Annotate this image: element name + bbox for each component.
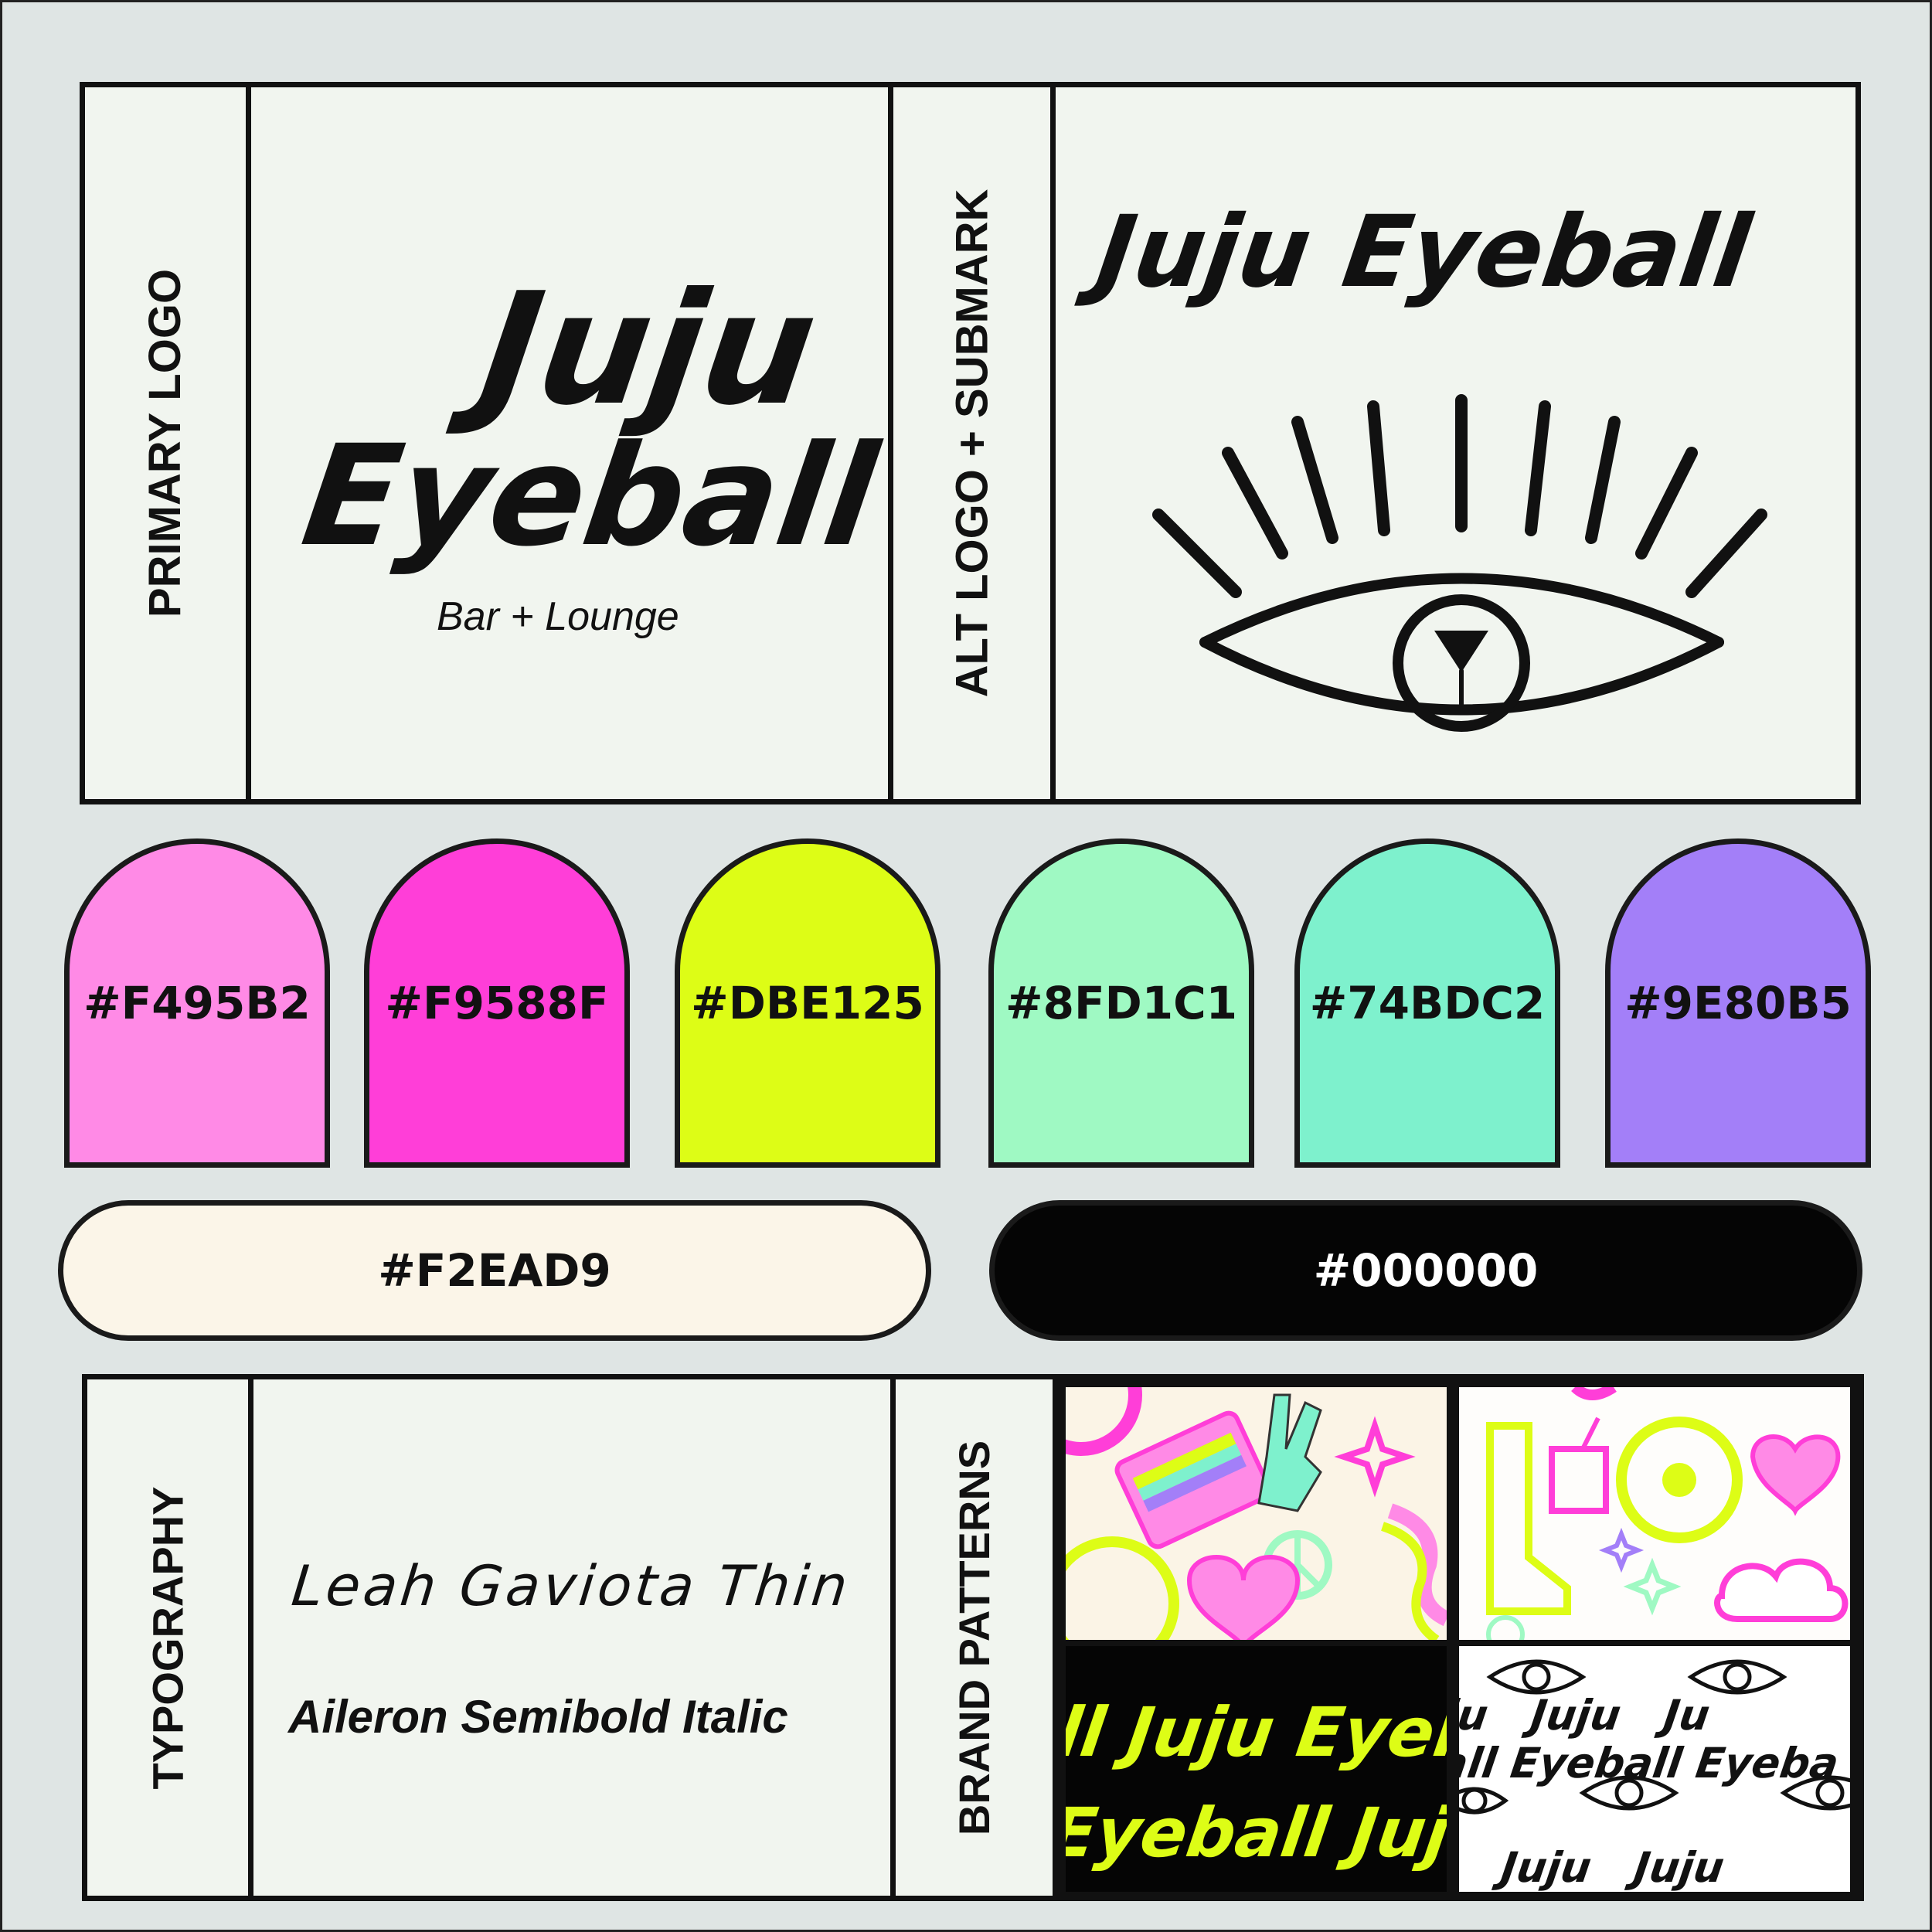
swatch-1-hex: #F495B2: [83, 977, 311, 1029]
primary-logo-line1: Juju: [470, 260, 827, 440]
swatch-4-hex: #8FD1C1: [1005, 977, 1237, 1029]
eye-with-martini-icon: [1152, 394, 1767, 732]
swatch-4: #8FD1C1: [988, 838, 1254, 1168]
patterns-label: BRAND PATTERNS: [950, 1440, 998, 1835]
eye-pattern: [1459, 1659, 1850, 1815]
retro-stickers-pattern: [1066, 1387, 1447, 1640]
neutral-cream-hex: #F2EAD9: [378, 1244, 611, 1297]
pattern-dark-line-1: ll Juju Eyeb: [1066, 1692, 1447, 1772]
neutral-cream-swatch: #F2EAD9: [58, 1200, 931, 1341]
swatch-5: #74BDC2: [1294, 838, 1560, 1168]
swatch-6: #9E80B5: [1605, 838, 1871, 1168]
pattern-tile-dark-wordmark: ll Juju Eyeb Eyeball Juj: [1066, 1646, 1447, 1892]
retro-objects-pattern: [1486, 1387, 1849, 1640]
swatch-6-hex: #9E80B5: [1624, 977, 1852, 1029]
typography-label: TYPOGRAPHY: [143, 1485, 192, 1790]
swatch-2-hex: #F9588F: [385, 977, 609, 1029]
neutral-black-hex: #000000: [1313, 1244, 1539, 1297]
alt-logo-panel: Juju Eyeball: [1050, 82, 1861, 804]
swatch-3-hex: #DBE125: [691, 977, 924, 1029]
swatch-3: #DBE125: [675, 838, 940, 1168]
swatch-2: #F9588F: [364, 838, 630, 1168]
primary-logo-label-panel: [80, 82, 251, 804]
pattern-light-line-1: ju Juju Ju: [1459, 1691, 1713, 1740]
alt-logo-label: ALT LOGO + SUBMARK: [947, 189, 998, 698]
typography-panel: Leah Gaviota Thin Aileron Semibold Itali…: [248, 1374, 896, 1901]
alt-logo-label-panel: [888, 82, 1056, 804]
swatch-5-hex: #74BDC2: [1309, 977, 1546, 1029]
primary-logo-panel: Juju Eyeball Bar + Lounge: [246, 82, 893, 804]
pattern-tile-retro-white: [1459, 1387, 1850, 1640]
swatch-1: #F495B2: [64, 838, 330, 1168]
pattern-light-line-2: all Eyeball Eyeba: [1459, 1739, 1842, 1787]
primary-logo-tagline: Bar + Lounge: [437, 594, 679, 639]
typography-font1: Leah Gaviota Thin: [288, 1553, 854, 1618]
patterns-label-panel: [890, 1374, 1058, 1901]
pattern-tile-light-eyes: ju Juju Ju all Eyeball Eyeba Juju Juju: [1459, 1646, 1850, 1892]
primary-logo-line2: Eyeball: [294, 416, 886, 577]
pattern-light-line-3: Juju Juju: [1498, 1843, 1727, 1892]
pattern-dark-line-2: Eyeball Juj: [1066, 1793, 1447, 1872]
typography-font2: Aileron Semibold Italic: [288, 1691, 788, 1743]
primary-logo-label: PRIMARY LOGO: [140, 268, 191, 618]
pattern-tile-retro-cream: [1066, 1387, 1447, 1640]
neutral-black-swatch: #000000: [989, 1200, 1862, 1341]
